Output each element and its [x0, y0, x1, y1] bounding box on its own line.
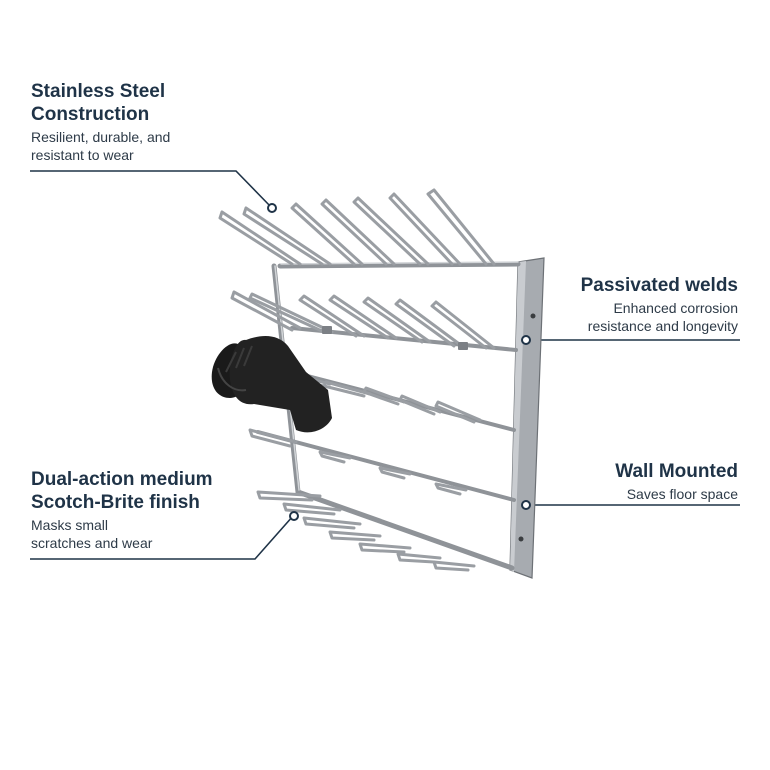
weld-clips: [322, 326, 468, 350]
callout-wall-mounted: Wall Mounted Saves floor space: [538, 460, 738, 503]
leader-dot-stainless: [267, 203, 277, 213]
leader-dots: [267, 203, 531, 521]
callout-passivated-welds: Passivated welds Enhanced corrosion resi…: [498, 274, 738, 335]
mount-hole-icon: [530, 313, 536, 319]
callout-title-line: Dual-action medium: [31, 469, 213, 490]
callout-title-line: Construction: [31, 104, 150, 125]
callout-desc-line: scratches and wear: [31, 535, 153, 551]
leader-dot-welds: [521, 335, 531, 345]
callout-stainless-steel: Stainless Steel Construction Resilient, …: [31, 80, 251, 164]
boot-icon: [211, 336, 332, 433]
callout-description: Enhanced corrosion resistance and longev…: [498, 299, 738, 335]
callout-desc-line: resistant to wear: [31, 147, 134, 163]
leader-line-finish: [30, 515, 294, 560]
leader-lines: [30, 170, 740, 560]
callout-scotch-brite-finish: Dual-action medium Scotch-Brite finish M…: [31, 468, 261, 552]
callout-desc-line: Enhanced corrosion: [613, 300, 738, 316]
callout-title: Dual-action medium Scotch-Brite finish: [31, 468, 261, 514]
callout-desc-line: Resilient, durable, and: [31, 129, 171, 145]
prong-row-bottom: [256, 490, 476, 572]
callout-title-line: Stainless Steel: [31, 81, 166, 102]
mount-hole-icon: [518, 536, 524, 542]
prong-row-fourth: [248, 428, 468, 496]
callout-description: Masks small scratches and wear: [31, 516, 261, 552]
callout-desc-line: resistance and longevity: [587, 318, 738, 334]
callout-title: Passivated welds: [580, 275, 738, 296]
callout-title-line: Scotch-Brite finish: [31, 492, 200, 513]
callout-title: Wall Mounted: [615, 461, 738, 482]
callout-desc-line: Masks small: [31, 517, 109, 533]
leader-line-stainless: [30, 170, 273, 209]
callout-description: Resilient, durable, and resistant to wea…: [31, 128, 251, 164]
prong-row-top: [218, 188, 496, 266]
callout-description: Saves floor space: [626, 486, 738, 502]
prong-row-second: [230, 290, 496, 350]
callout-title: Stainless Steel Construction: [31, 80, 251, 126]
leader-dot-finish: [289, 511, 299, 521]
leader-dot-wall: [521, 500, 531, 510]
